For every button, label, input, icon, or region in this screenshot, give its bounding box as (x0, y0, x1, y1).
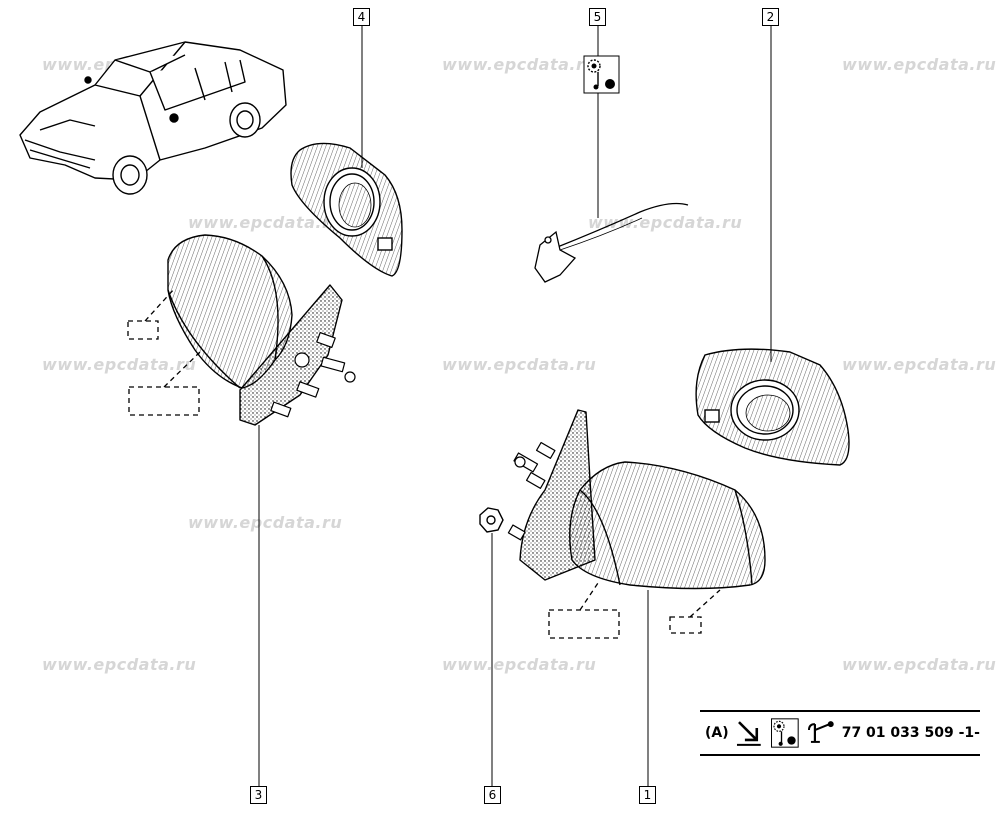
mechanism-icon (771, 718, 800, 748)
mirror-assembly-right (507, 409, 766, 590)
dashed-reference-boxes (127, 287, 721, 639)
mirror-assembly-left (167, 234, 356, 426)
reference-bar: (A) 77 01 033 509 -1- (700, 710, 980, 756)
watermark: www.epcdata.ru (442, 55, 597, 74)
callout-2[interactable]: 2 (762, 8, 779, 26)
watermark: www.epcdata.ru (42, 355, 197, 374)
watermark: www.epcdata.ru (842, 355, 997, 374)
car-illustration (19, 41, 287, 195)
callout-5[interactable]: 5 (589, 8, 606, 26)
watermark: www.epcdata.ru (188, 213, 343, 232)
leader-lines (258, 26, 772, 787)
watermark: www.epcdata.ru (442, 355, 597, 374)
callout-3[interactable]: 3 (250, 786, 267, 804)
watermark: www.epcdata.ru (842, 55, 997, 74)
cable-sensor (534, 202, 689, 283)
watermark: www.epcdata.ru (442, 655, 597, 674)
callout-1[interactable]: 1 (639, 786, 656, 804)
nut (479, 507, 504, 533)
watermark: www.epcdata.ru (188, 513, 343, 532)
mirror-glass-right (695, 348, 850, 466)
reference-prefix: (A) (705, 725, 729, 741)
arrow-down-right-icon (736, 721, 761, 746)
tool-icon (807, 721, 834, 743)
reference-part-number: 77 01 033 509 -1- (841, 725, 980, 741)
mirror-glass-left (290, 142, 403, 277)
watermark: www.epcdata.ru (842, 655, 997, 674)
callout-4[interactable]: 4 (353, 8, 370, 26)
mechanism-icon (583, 55, 620, 94)
callout-6[interactable]: 6 (484, 786, 501, 804)
watermark: www.epcdata.ru (42, 655, 197, 674)
